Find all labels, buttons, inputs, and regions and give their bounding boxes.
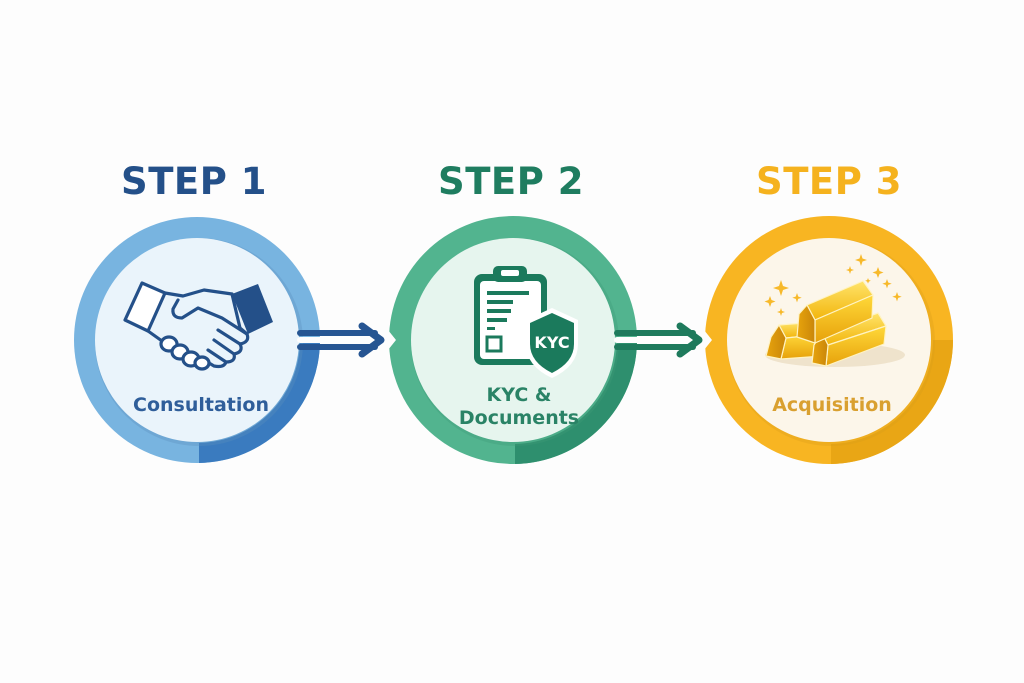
step-2-label: KYC & Documents xyxy=(419,384,619,430)
gold-bars-icon xyxy=(765,280,905,367)
connector-arrow-2 xyxy=(614,322,703,358)
step-2-label-line-2: Documents xyxy=(458,407,580,429)
step-2-node: KYC xyxy=(388,216,637,464)
step-3-title: STEP 3 xyxy=(756,160,902,203)
step-3-label: Acquisition xyxy=(772,394,892,416)
step-2-ring-dark-segment xyxy=(515,340,637,464)
clipboard-kyc-shield-icon: KYC xyxy=(474,266,578,378)
step-1-title: STEP 1 xyxy=(121,160,267,203)
step-3-ring-dark-segment xyxy=(831,340,953,464)
step-3-notch xyxy=(704,330,712,350)
sparkle-icons xyxy=(764,254,902,316)
step-2-title: STEP 2 xyxy=(438,160,584,203)
step-2-label-line-1: KYC & xyxy=(486,384,552,406)
handshake-icon xyxy=(123,281,250,371)
step-3-node xyxy=(704,216,953,464)
handshake-cuff-right xyxy=(232,284,273,334)
step-1-label: Consultation xyxy=(133,394,269,416)
step-1-node xyxy=(74,217,320,463)
connector-arrow-1 xyxy=(297,322,385,358)
kyc-shield-text: KYC xyxy=(534,333,569,352)
step-2-notch xyxy=(388,330,396,350)
step-1-ring-dark-segment xyxy=(199,340,320,463)
